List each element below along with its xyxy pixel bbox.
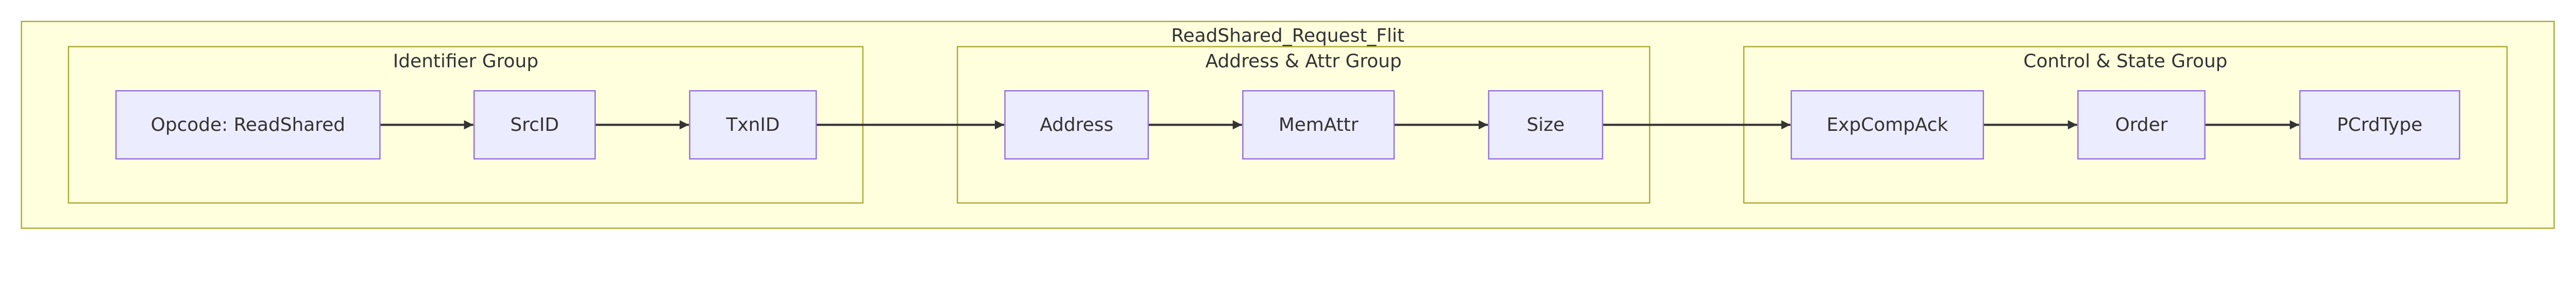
node-size: Size — [1488, 90, 1603, 160]
node-txnid: TxnID — [689, 90, 817, 160]
node-memattr: MemAttr — [1242, 90, 1395, 160]
node-addr: Address — [1004, 90, 1149, 160]
node-opcode: Opcode: ReadShared — [115, 90, 381, 160]
node-label: TxnID — [725, 114, 779, 135]
node-srcid: SrcID — [473, 90, 596, 160]
node-order: Order — [2077, 90, 2206, 160]
node-label: Address — [1040, 114, 1113, 135]
node-pcrdtype: PCrdType — [2299, 90, 2461, 160]
node-label: Opcode: ReadShared — [151, 114, 345, 135]
node-label: Size — [1527, 114, 1565, 135]
node-label: ExpCompAck — [1826, 114, 1948, 135]
node-label: SrcID — [510, 114, 559, 135]
group-title: Control & State Group — [2023, 51, 2227, 72]
group-title: Identifier Group — [393, 51, 538, 72]
group-title: Address & Attr Group — [1206, 51, 1402, 72]
cluster-title: ReadShared_Request_Flit — [1171, 25, 1404, 46]
node-label: PCrdType — [2337, 114, 2422, 135]
node-expcompack: ExpCompAck — [1790, 90, 1984, 160]
node-label: Order — [2115, 114, 2167, 135]
node-label: MemAttr — [1279, 114, 1359, 135]
